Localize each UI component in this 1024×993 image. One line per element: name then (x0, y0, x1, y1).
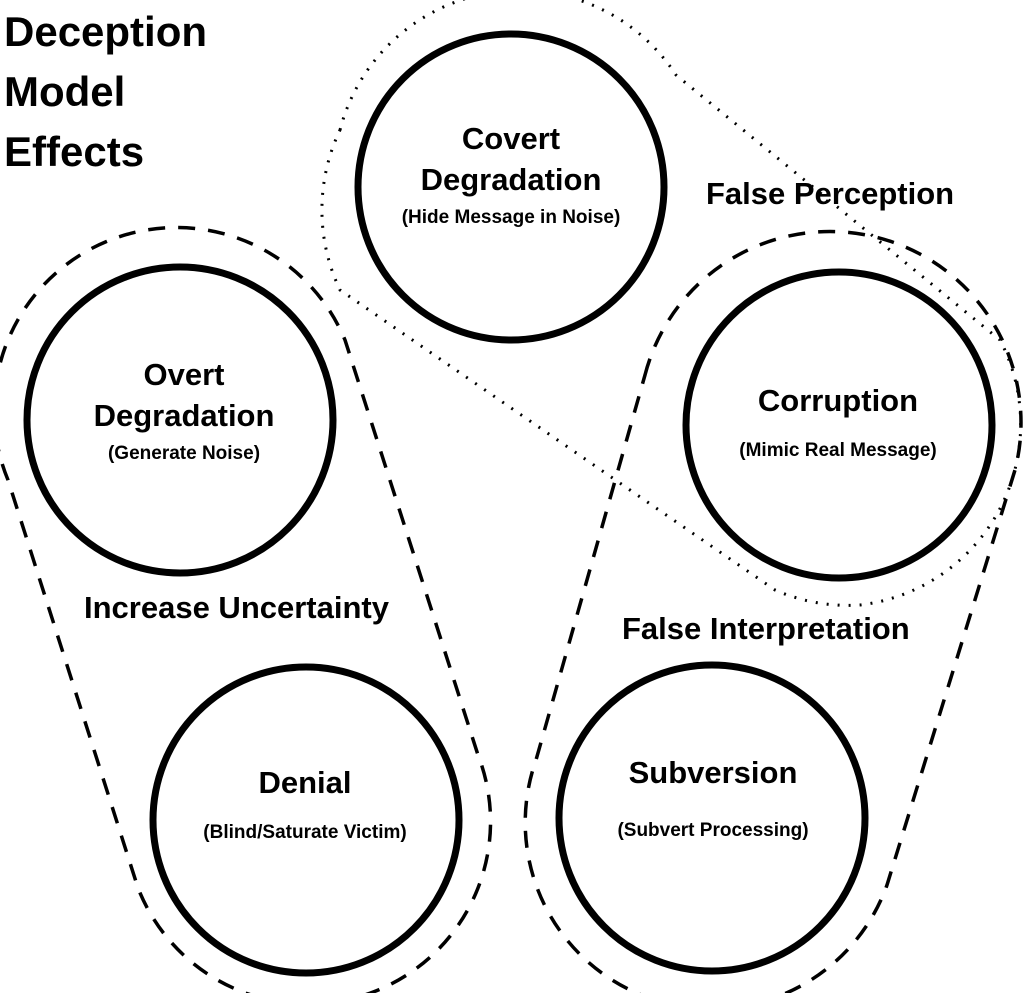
group-outline-increase-uncertainty (0, 225, 493, 993)
group-outline-false-interpretation (523, 229, 1023, 993)
node-name-line: Denial (258, 765, 352, 800)
node-description: (Subvert Processing) (617, 820, 809, 841)
node-name-line: Degradation (420, 162, 602, 197)
group-label-increase-uncertainty: Increase Uncertainty (84, 590, 389, 625)
node-description: (Generate Noise) (107, 443, 261, 464)
node-name-line: Degradation (93, 398, 275, 433)
node-corruption: Corruption (Mimic Real Message) (739, 380, 936, 465)
title-line: Model (4, 68, 126, 115)
diagram-title: Deception Model Effects (4, 2, 207, 182)
node-description: (Mimic Real Message) (739, 440, 937, 461)
node-covert-degradation: Covert Degradation (Hide Message in Nois… (402, 118, 621, 232)
group-label-false-perception: False Perception (706, 176, 955, 211)
group-label-false-interpretation: False Interpretation (622, 611, 910, 646)
title-line: Effects (4, 128, 145, 175)
node-subversion: Subversion (Subvert Processing) (617, 752, 808, 845)
node-circle-covert-degradation (354, 30, 668, 344)
node-description: (Blind/Saturate Victim) (203, 822, 407, 843)
node-description: (Hide Message in Noise) (401, 207, 621, 228)
node-circle-overt-degradation (23, 263, 337, 577)
node-denial: Denial (Blind/Saturate Victim) (203, 762, 406, 847)
node-name-line: Overt (143, 357, 225, 392)
node-circle-subversion (555, 661, 869, 975)
node-overt-degradation: Overt Degradation (Generate Noise) (94, 354, 275, 468)
title-line: Deception (4, 8, 208, 55)
node-circle-corruption (682, 268, 996, 582)
node-name-line: Subversion (628, 755, 798, 790)
node-circle-denial (149, 663, 463, 977)
group-outline-false-perception (320, 0, 1023, 607)
node-name-line: Corruption (757, 383, 919, 418)
node-name-line: Covert (461, 121, 561, 156)
